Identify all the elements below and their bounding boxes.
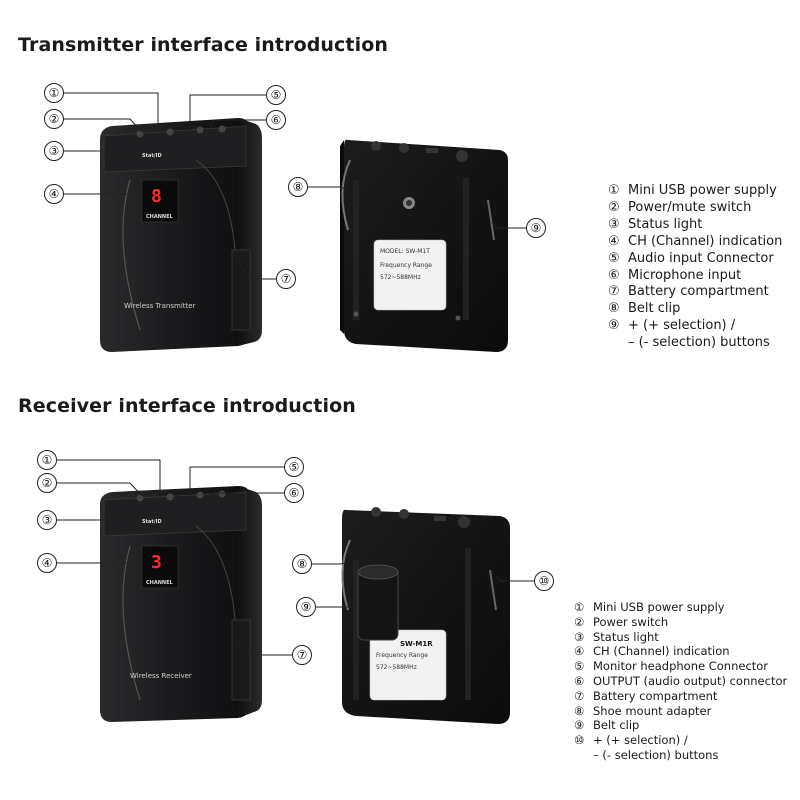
receiver-channel-display: 3	[151, 552, 162, 573]
receiver-callout-10: ⑩	[534, 571, 554, 591]
receiver-back-device	[341, 507, 510, 724]
receiver-callout-7: ⑦	[292, 645, 312, 665]
receiver-callout-9: ⑨	[296, 597, 316, 617]
transmitter-back-device	[340, 139, 508, 352]
receiver-section-title: Receiver interface introduction	[18, 395, 356, 417]
transmitter-callout-7: ⑦	[276, 269, 296, 289]
legend-item-continuation: – (- selection) buttons	[628, 335, 770, 351]
receiver-callout-6: ⑥	[284, 483, 304, 503]
transmitter-section-title: Transmitter interface introduction	[18, 34, 388, 56]
transmitter-device-label: Wireless Transmitter	[124, 302, 196, 310]
transmitter-channel-display: 8	[151, 186, 162, 207]
receiver-callout-1: ①	[37, 450, 57, 470]
receiver-front-device	[100, 486, 262, 722]
legend-item: ⑩+ (+ selection) /	[574, 733, 688, 748]
receiver-model-label: SW-M1R	[400, 640, 433, 648]
transmitter-callout-2: ②	[44, 109, 64, 129]
transmitter-status-label: Stat/ID	[142, 153, 162, 159]
receiver-freq-label: Frequency Range	[376, 652, 428, 659]
transmitter-leader-lines	[64, 92, 526, 280]
transmitter-callout-5: ⑤	[266, 85, 286, 105]
receiver-device-label: Wireless Receiver	[130, 672, 192, 680]
receiver-freq-value: 572~588MHz	[376, 664, 417, 671]
receiver-channel-label: CHANNEL	[146, 580, 173, 586]
transmitter-front-device	[100, 118, 262, 352]
receiver-status-label: Stat/ID	[142, 519, 162, 525]
receiver-callout-4: ④	[37, 553, 57, 573]
transmitter-callout-6: ⑥	[266, 110, 286, 130]
legend-item-continuation: – (- selection) buttons	[593, 747, 719, 762]
receiver-callout-5: ⑤	[284, 457, 304, 477]
transmitter-callout-8: ⑧	[288, 177, 308, 197]
receiver-callout-2: ②	[37, 473, 57, 493]
transmitter-freq-value: 572~588MHz	[380, 274, 421, 281]
transmitter-callout-4: ④	[44, 184, 64, 204]
transmitter-model-label: MODEL: SW-M1T	[380, 248, 430, 255]
transmitter-callout-3: ③	[44, 141, 64, 161]
transmitter-channel-label: CHANNEL	[146, 214, 173, 220]
legend-item: ⑨+ (+ selection) /	[608, 318, 736, 334]
transmitter-callout-9: ⑨	[526, 218, 546, 238]
transmitter-freq-label: Frequency Range	[380, 262, 432, 269]
receiver-leader-lines	[57, 459, 534, 656]
receiver-callout-3: ③	[37, 510, 57, 530]
receiver-callout-8: ⑧	[292, 554, 312, 574]
transmitter-callout-1: ①	[44, 83, 64, 103]
